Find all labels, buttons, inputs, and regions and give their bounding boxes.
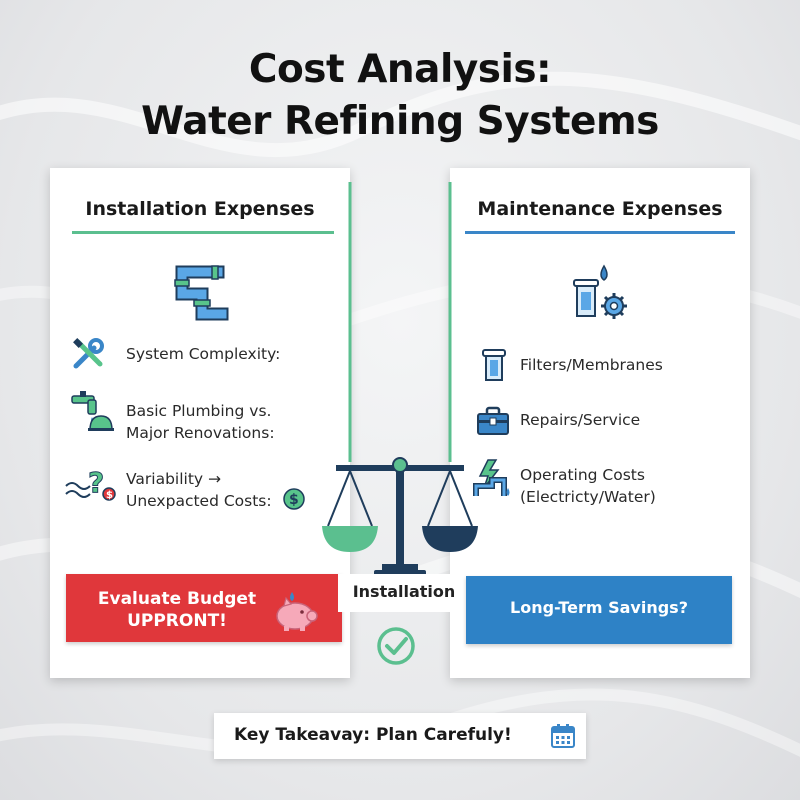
- page-title-line1: Cost Analysis:: [248, 47, 552, 92]
- filters-membranes-text: Filters/Membranes: [520, 356, 663, 374]
- variability-line2: Unexpacted Costs:: [126, 492, 272, 510]
- evaluate-budget-line1: Evaluate Budget: [97, 589, 257, 609]
- evaluate-budget-line2: UPPRONT!: [127, 611, 227, 631]
- key-takeaway-text: Key Takeavay: Plan Carefuly!: [234, 725, 512, 745]
- maintenance-heading: Maintenance Expenses: [477, 198, 723, 220]
- installation-heading: Installation Expenses: [85, 198, 315, 220]
- key-takeaway-box: Key Takeavay: Plan Carefuly!: [214, 713, 586, 759]
- page-title-line2: Water Refining Systems: [141, 99, 659, 144]
- evaluate-budget-text: Evaluate Budget UPPRONT!: [82, 588, 272, 632]
- check-circle-icon: [377, 627, 415, 665]
- maintenance-divider: [465, 231, 735, 234]
- variability-text: Variability → Unexpacted Costs:: [126, 468, 272, 512]
- basic-plumbing-line2: Major Renovations:: [126, 424, 275, 442]
- tools-icon: [73, 338, 104, 369]
- svg-text:$: $: [106, 490, 113, 501]
- basic-plumbing-line1: Basic Plumbing vs.: [126, 402, 272, 420]
- svg-text:$: $: [289, 492, 299, 508]
- pipes-icon: [174, 265, 229, 321]
- toolbox-icon: [477, 406, 509, 435]
- installation-divider: [72, 231, 334, 234]
- scale-label: Installation: [352, 582, 456, 601]
- scale-label-tab: [338, 574, 470, 612]
- electric-water-icon: [473, 459, 510, 496]
- calendar-icon: [551, 724, 575, 748]
- system-complexity-text: System Complexity:: [126, 345, 281, 363]
- question-mark-icon: ? $: [65, 466, 116, 501]
- long-term-savings-text: Long-Term Savings?: [510, 598, 688, 617]
- balance-scale-icon: [322, 182, 478, 578]
- repairs-service-text: Repairs/Service: [520, 411, 641, 429]
- long-term-savings-banner: Long-Term Savings?: [466, 576, 732, 644]
- variability-line1: Variability →: [126, 470, 221, 488]
- basic-plumbing-text: Basic Plumbing vs. Major Renovations:: [126, 400, 275, 444]
- filter-icon: [482, 349, 506, 381]
- piggy-bank-icon: [276, 592, 318, 631]
- operating-costs-line1: Operating Costs: [520, 466, 645, 484]
- evaluate-budget-banner: Evaluate Budget UPPRONT!: [66, 574, 342, 642]
- operating-costs-text: Operating Costs (Electricty/Water): [520, 464, 656, 508]
- svg-text:?: ?: [88, 466, 104, 499]
- operating-costs-line2: (Electricty/Water): [520, 488, 656, 506]
- filter-gear-icon: [573, 264, 627, 319]
- dollar-coin-icon: $: [283, 488, 305, 510]
- faucet-hardhat-icon: [71, 391, 114, 431]
